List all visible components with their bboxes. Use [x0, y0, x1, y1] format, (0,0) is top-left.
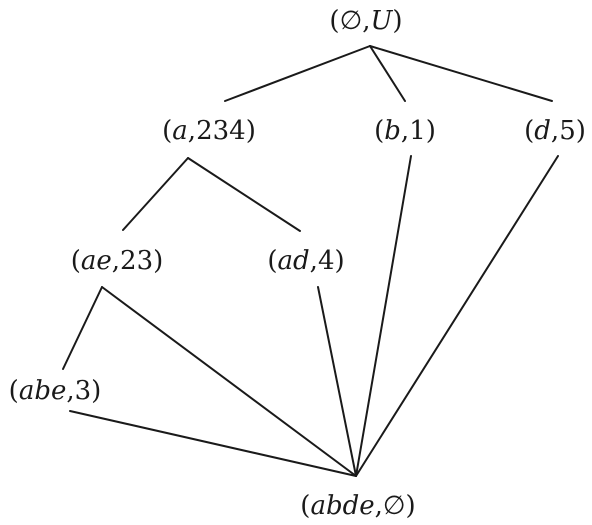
- node-abde: (abde,∅): [300, 491, 415, 521]
- edge-abe-abde: [69, 410, 357, 477]
- node-ae-vars: ae: [81, 246, 112, 276]
- edge-root-a: [224, 45, 371, 102]
- node-root-vars: ∅: [340, 6, 363, 36]
- node-abde-vars: abde: [310, 491, 374, 521]
- node-b-vars: b: [384, 116, 401, 146]
- edge-ae-abe: [62, 286, 103, 370]
- node-b: (b,1): [374, 116, 436, 146]
- node-ad-rest: 4: [318, 246, 335, 276]
- node-abde-rest: ∅: [383, 491, 406, 521]
- edge-ad-abde: [317, 286, 357, 477]
- edge-root-d: [369, 45, 553, 102]
- edge-d-abde: [355, 155, 559, 477]
- node-d: (d,5): [524, 116, 586, 146]
- edge-b-abde: [355, 155, 412, 477]
- node-root: (∅,U): [329, 6, 402, 36]
- node-abe: (abe,3): [9, 376, 102, 406]
- node-abe-vars: abe: [19, 376, 67, 406]
- edge-root-b: [369, 45, 406, 102]
- node-root-rest: U: [371, 6, 394, 36]
- node-ad-vars: ad: [278, 246, 310, 276]
- node-ae-rest: 23: [120, 246, 153, 276]
- node-a-vars: a: [172, 116, 188, 146]
- node-ae: (ae,23): [71, 246, 164, 276]
- node-abe-rest: 3: [75, 376, 92, 406]
- node-a: (a,234): [162, 116, 256, 146]
- edge-ae-abde: [101, 286, 357, 477]
- edges: [62, 45, 559, 477]
- node-labels: (∅,U) (a,234) (b,1) (d,5) (ae,23) (ad,4) (abe,…: [9, 6, 586, 521]
- edge-a-ad: [187, 157, 301, 232]
- node-ad: (ad,4): [267, 246, 344, 276]
- node-b-rest: 1: [409, 116, 426, 146]
- node-d-rest: 5: [559, 116, 576, 146]
- node-a-rest: 234: [196, 116, 246, 146]
- node-d-vars: d: [534, 116, 551, 146]
- edge-a-ae: [122, 157, 189, 231]
